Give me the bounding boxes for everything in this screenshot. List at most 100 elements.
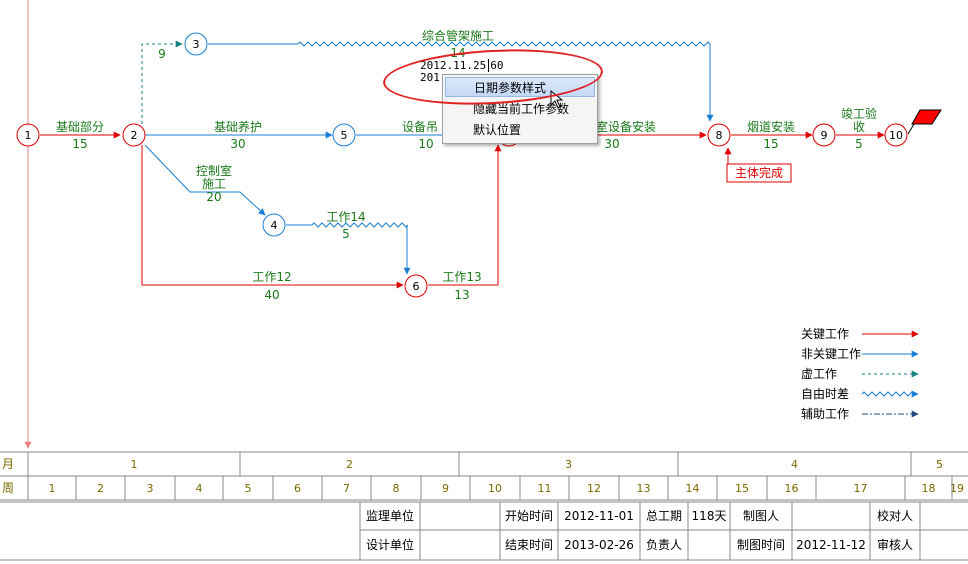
week-10: 10 <box>488 482 502 495</box>
node-label-8: 8 <box>716 129 723 142</box>
activity-duration-6-7: 13 <box>454 288 469 302</box>
week-17: 17 <box>854 482 868 495</box>
legend-label-1: 非关键工作 <box>801 347 861 361</box>
node-label-2: 2 <box>131 129 138 142</box>
activity-name-2-5: 基础养护 <box>214 119 262 134</box>
context-menu: 日期参数样式 隐藏当前工作参数 默认位置 <box>442 74 598 144</box>
legend-label-2: 虚工作 <box>801 367 837 381</box>
menu-item-date-style[interactable]: 日期参数样式 <box>445 77 595 97</box>
week-13: 13 <box>637 482 651 495</box>
checker-label: 校对人 <box>877 508 913 523</box>
week-19: 19 <box>950 482 964 495</box>
week-9: 9 <box>442 482 449 495</box>
activity-name-1-2: 基础部分 <box>56 119 104 134</box>
arrow-2-6[interactable] <box>141 145 404 289</box>
week-8: 8 <box>393 482 400 495</box>
legend-label-4: 辅助工作 <box>801 407 849 421</box>
month-3: 3 <box>565 458 572 471</box>
make-time-value: 2012-11-12 <box>796 538 866 552</box>
menu-item-default-position[interactable]: 默认位置 <box>473 123 522 137</box>
node-label-1: 1 <box>25 129 32 142</box>
tooltip-line2: 201 <box>420 71 440 84</box>
node-label-6: 6 <box>413 280 420 293</box>
total-duration-value: 118天 <box>692 509 727 523</box>
node-6[interactable] <box>404 274 428 298</box>
owner-label: 负责人 <box>646 538 682 552</box>
node-4[interactable] <box>262 213 286 237</box>
week-6: 6 <box>294 482 301 495</box>
tooltip-suffix: 60 <box>488 59 504 72</box>
node-1[interactable] <box>16 123 40 147</box>
week-row-label: 周 <box>2 481 14 495</box>
week-14: 14 <box>686 482 700 495</box>
week-11: 11 <box>538 482 552 495</box>
node-9[interactable] <box>812 123 836 147</box>
milestone-box[interactable] <box>726 163 792 183</box>
maker-label: 制图人 <box>743 509 779 523</box>
activity-duration-2-5: 30 <box>230 137 245 151</box>
week-18: 18 <box>922 482 936 495</box>
month-1: 1 <box>131 458 138 471</box>
node-10[interactable] <box>884 123 908 147</box>
week-4: 4 <box>196 482 203 495</box>
start-label: 开始时间 <box>505 509 553 523</box>
activity-duration-2-3: 9 <box>158 47 166 61</box>
month-row-label: 月 <box>2 457 14 471</box>
week-16: 16 <box>785 482 799 495</box>
milestone-label: 主体完成 <box>735 165 783 180</box>
node-label-3: 3 <box>193 38 200 51</box>
menu-item-hide-params[interactable]: 隐藏当前工作参数 <box>473 102 570 116</box>
week-15: 15 <box>735 482 749 495</box>
week-12: 12 <box>587 482 601 495</box>
dummy-arrow-2-3[interactable] <box>141 40 183 124</box>
activity-name-5-7: 设备吊 <box>402 120 438 134</box>
activity-duration-7-8: 30 <box>604 137 619 151</box>
arrow-2-4[interactable] <box>144 144 266 216</box>
node-label-4: 4 <box>271 219 278 232</box>
start-value: 2012-11-01 <box>564 509 634 523</box>
node-label-5: 5 <box>341 129 348 142</box>
node-3[interactable] <box>184 32 208 56</box>
activity-duration-9-10: 5 <box>855 137 863 151</box>
activity-duration-2-6: 40 <box>264 288 279 302</box>
node-8[interactable] <box>707 123 731 147</box>
activity-duration-4-6: 5 <box>342 227 350 241</box>
week-1: 1 <box>49 482 56 495</box>
node-5[interactable] <box>332 123 356 147</box>
activity-name-2-4-line2: 施工 <box>202 177 226 191</box>
month-2: 2 <box>346 458 353 471</box>
week-5: 5 <box>245 482 252 495</box>
week-3: 3 <box>147 482 154 495</box>
activity-name-2-4-line1: 控制室 <box>196 163 232 178</box>
finish-flag-icon <box>911 109 942 125</box>
activity-name-2-6: 工作12 <box>252 270 291 284</box>
legend-label-3: 自由时差 <box>801 387 849 401</box>
make-time-label: 制图时间 <box>737 538 785 552</box>
activity-name-7-8: 室设备安装 <box>596 119 656 134</box>
arrow-4-6-float[interactable] <box>311 222 409 228</box>
total-duration-label: 总工期 <box>646 509 682 523</box>
node-label-10: 10 <box>889 129 903 142</box>
legend-line-3 <box>861 391 915 397</box>
activity-duration-8-9: 15 <box>763 137 778 151</box>
week-2: 2 <box>97 482 104 495</box>
end-value: 2013-02-26 <box>564 538 634 552</box>
activity-name-6-7: 工作13 <box>442 270 481 284</box>
activity-duration-3-8: 14 <box>450 46 465 60</box>
activity-duration-5-7: 10 <box>418 137 433 151</box>
month-4: 4 <box>791 458 798 471</box>
activity-name-9-10-line2: 收 <box>853 120 865 134</box>
supervisor-label: 监理单位 <box>366 508 414 523</box>
reviewer-label: 审核人 <box>877 537 913 552</box>
node-2[interactable] <box>122 123 146 147</box>
tooltip-date: 2012.11.25 <box>420 59 487 72</box>
end-label: 结束时间 <box>505 538 553 552</box>
activity-duration-2-4: 20 <box>206 190 221 204</box>
activity-name-3-8: 综合管架施工 <box>422 28 494 43</box>
arrow-3-8-float[interactable] <box>297 41 711 47</box>
arrow-6-7[interactable] <box>428 144 502 286</box>
activity-duration-1-2: 15 <box>72 137 87 151</box>
